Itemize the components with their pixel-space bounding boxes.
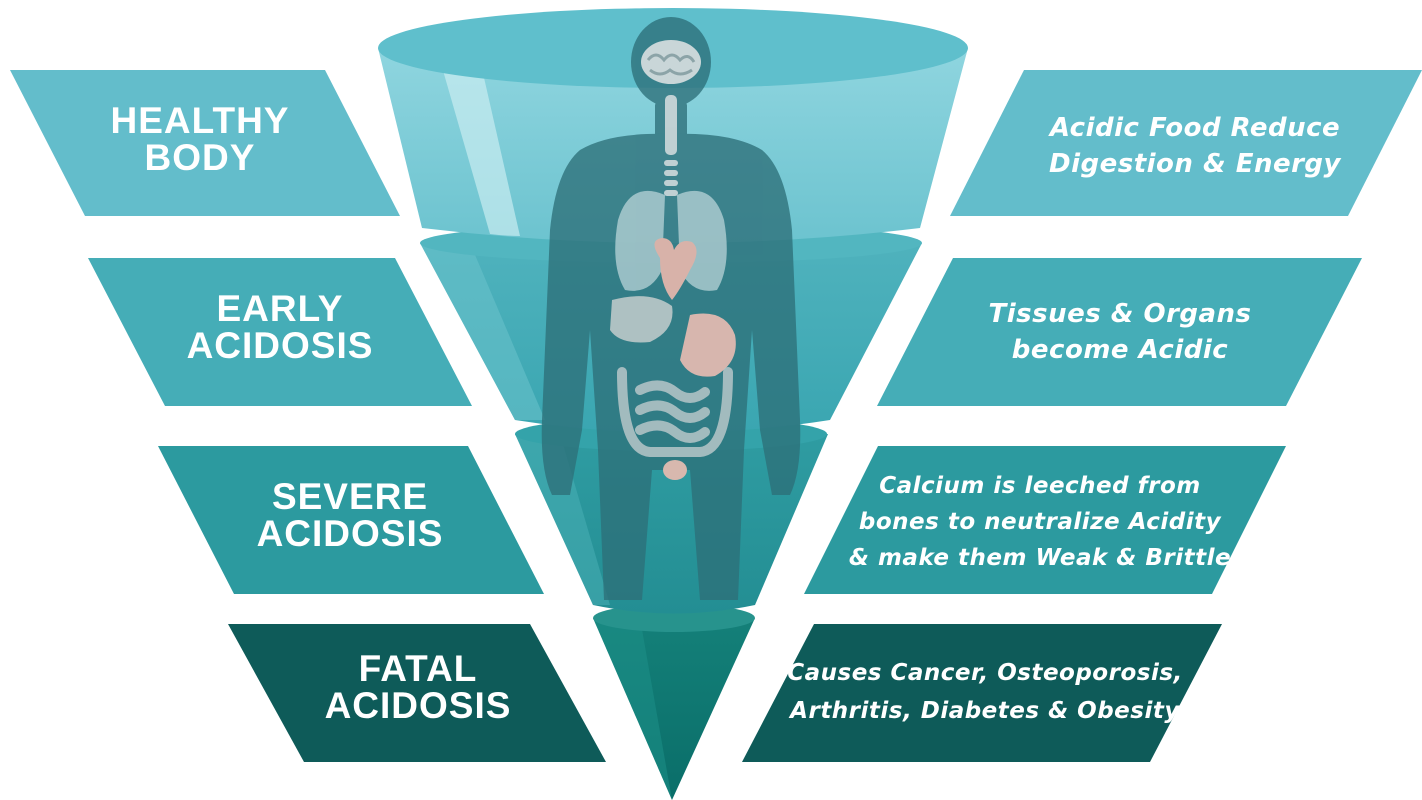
bladder-icon: [663, 460, 687, 480]
stage-2-effect-box: [877, 258, 1362, 406]
stage-2-label-box: [88, 258, 472, 406]
stage-3-effect-box: [804, 446, 1286, 594]
stage-4-effect-box: [742, 624, 1222, 762]
stage-4-label-box: [228, 624, 606, 762]
stage-1-label-box: [10, 70, 400, 216]
funnel-level-4: [593, 604, 755, 800]
stage-3-label-box: [158, 446, 544, 594]
spine-icon: [664, 95, 678, 196]
stage-1-effect-box: [950, 70, 1422, 216]
brain-icon: [641, 40, 701, 84]
